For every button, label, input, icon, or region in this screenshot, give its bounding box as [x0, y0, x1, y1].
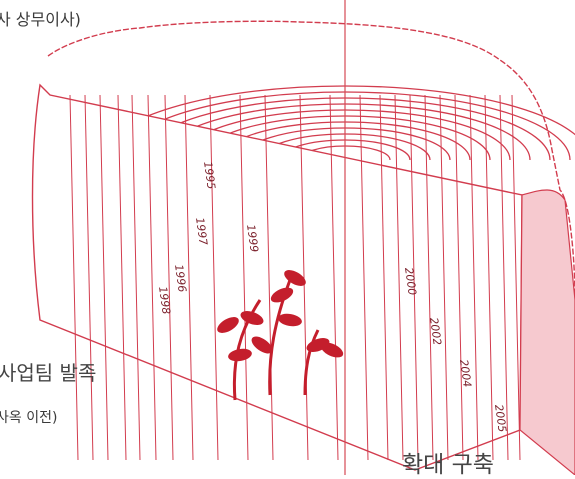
grain-line [184, 94, 194, 461]
ring-year-label: 1997 [193, 217, 210, 247]
grain-line [117, 94, 127, 461]
grain-line [329, 94, 339, 461]
side-face [519, 189, 575, 475]
bark-edge [47, 20, 575, 475]
grain-line [499, 94, 509, 461]
sprout-stem [303, 329, 320, 396]
grain-line [99, 94, 109, 461]
sprout-leaf [270, 287, 294, 303]
ring-year-label: 1998 [156, 286, 173, 316]
grain-line [164, 94, 174, 461]
grain-line [147, 94, 157, 461]
grain-line [439, 94, 449, 461]
ring-year-label: 2005 [492, 404, 509, 434]
grain-line [131, 94, 141, 461]
grain-line [299, 94, 309, 461]
sprout-leaf [284, 270, 306, 286]
sprout-leaf [240, 311, 264, 325]
ring-year-label: 2004 [457, 359, 474, 389]
grain-line [409, 94, 419, 461]
grain-line [469, 94, 479, 461]
sprout-stem [232, 299, 262, 401]
grain-line [209, 94, 219, 461]
ring-year-label: 1996 [172, 264, 189, 294]
wood-grain-lines [69, 94, 521, 461]
sprout-leaf [217, 317, 239, 333]
grain-line [379, 94, 389, 461]
ring-year-label: 2002 [427, 317, 444, 347]
lower-left-caption: 사옥 이전) [0, 410, 58, 426]
ring-year-label: 1999 [244, 224, 261, 254]
grain-line [424, 94, 434, 461]
sprout-leaf [278, 313, 302, 327]
top-left-caption: 사 상무이사) [0, 10, 81, 29]
grain-line [84, 94, 94, 461]
middle-left-caption: 사업팀 발족 [0, 361, 97, 385]
ring-year-label: 2000 [402, 267, 419, 297]
grain-line [484, 94, 494, 461]
grain-line [511, 94, 521, 461]
sprout-leaf [251, 336, 273, 354]
ring-year-label: 1995 [201, 161, 218, 191]
grain-line [239, 94, 249, 461]
bottom-right-caption: 확대 구축 [402, 452, 494, 478]
grain-line [394, 94, 404, 461]
sprout-leaf [228, 348, 252, 362]
grain-line [69, 94, 79, 461]
sprout-leaf [320, 342, 344, 358]
sprout-icon [217, 270, 344, 401]
grain-line [264, 94, 274, 461]
grain-line [359, 94, 369, 461]
front-face-outline [31, 83, 523, 471]
grain-line [454, 94, 464, 461]
